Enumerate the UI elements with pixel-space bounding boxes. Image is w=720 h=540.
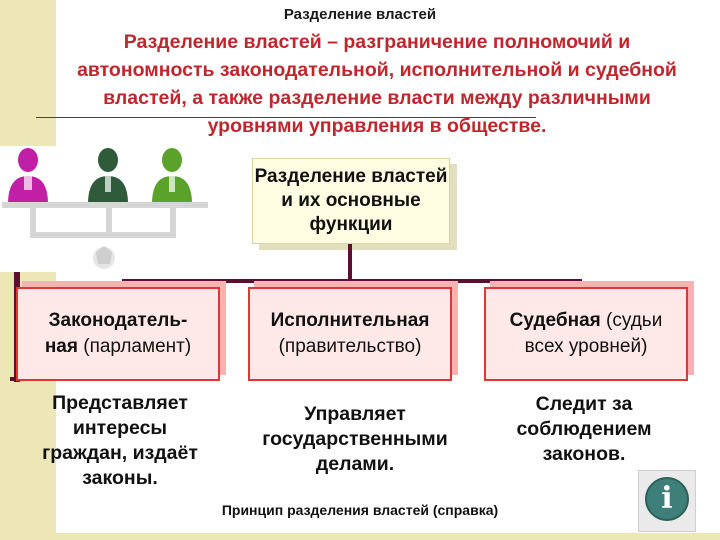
bottom-decorative-strip [0,533,720,540]
center-concept-text: Разделение властей и их основные функции [254,166,448,235]
function-executive: Управляет государственными делами. [262,403,448,475]
branch-judicial-label: Судебная (судьи всех уровней) [510,308,663,360]
branch-judicial-body: (судьи всех уровней) [524,310,663,357]
branch-executive-label: Исполнительная (правительство) [271,308,430,360]
slide-title: Разделение властей [283,6,437,23]
branch-judicial-name: Судебная [509,310,601,331]
person-dark-icon [88,148,128,204]
branch-executive-body: (правительство) [278,336,422,357]
divider-line [36,117,536,118]
person-magenta-icon [8,148,48,204]
center-concept-box: Разделение властей и их основные функции [252,158,450,244]
people-illustration [0,146,212,272]
branch-judicial: Судебная (судьи всех уровней) [484,287,688,381]
branch-executive-name: Исполнительная [270,310,430,331]
info-panel: i [638,470,696,532]
info-icon[interactable]: i [645,477,689,521]
branch-legislative-body: (парламент) [77,336,192,357]
branch-legislative-label: Законодатель- ная (парламент) [45,308,191,360]
people-figures-icon [2,148,208,269]
branch-legislative: Законодатель- ная (парламент) [16,287,220,381]
reference-link[interactable]: Принцип разделения властей (справка) [221,502,499,518]
branch-legislative-name: Законодатель- ная [44,310,188,357]
branch-executive: Исполнительная (правительство) [248,287,452,381]
emblem-icon [93,246,115,269]
function-judicial: Следит за соблюдением законов. [516,393,652,465]
person-green-icon [152,148,192,204]
definition-text: Разделение властей – разграничение полно… [77,31,677,137]
function-legislative: Представляет интересы граждан, издаёт за… [42,392,198,489]
